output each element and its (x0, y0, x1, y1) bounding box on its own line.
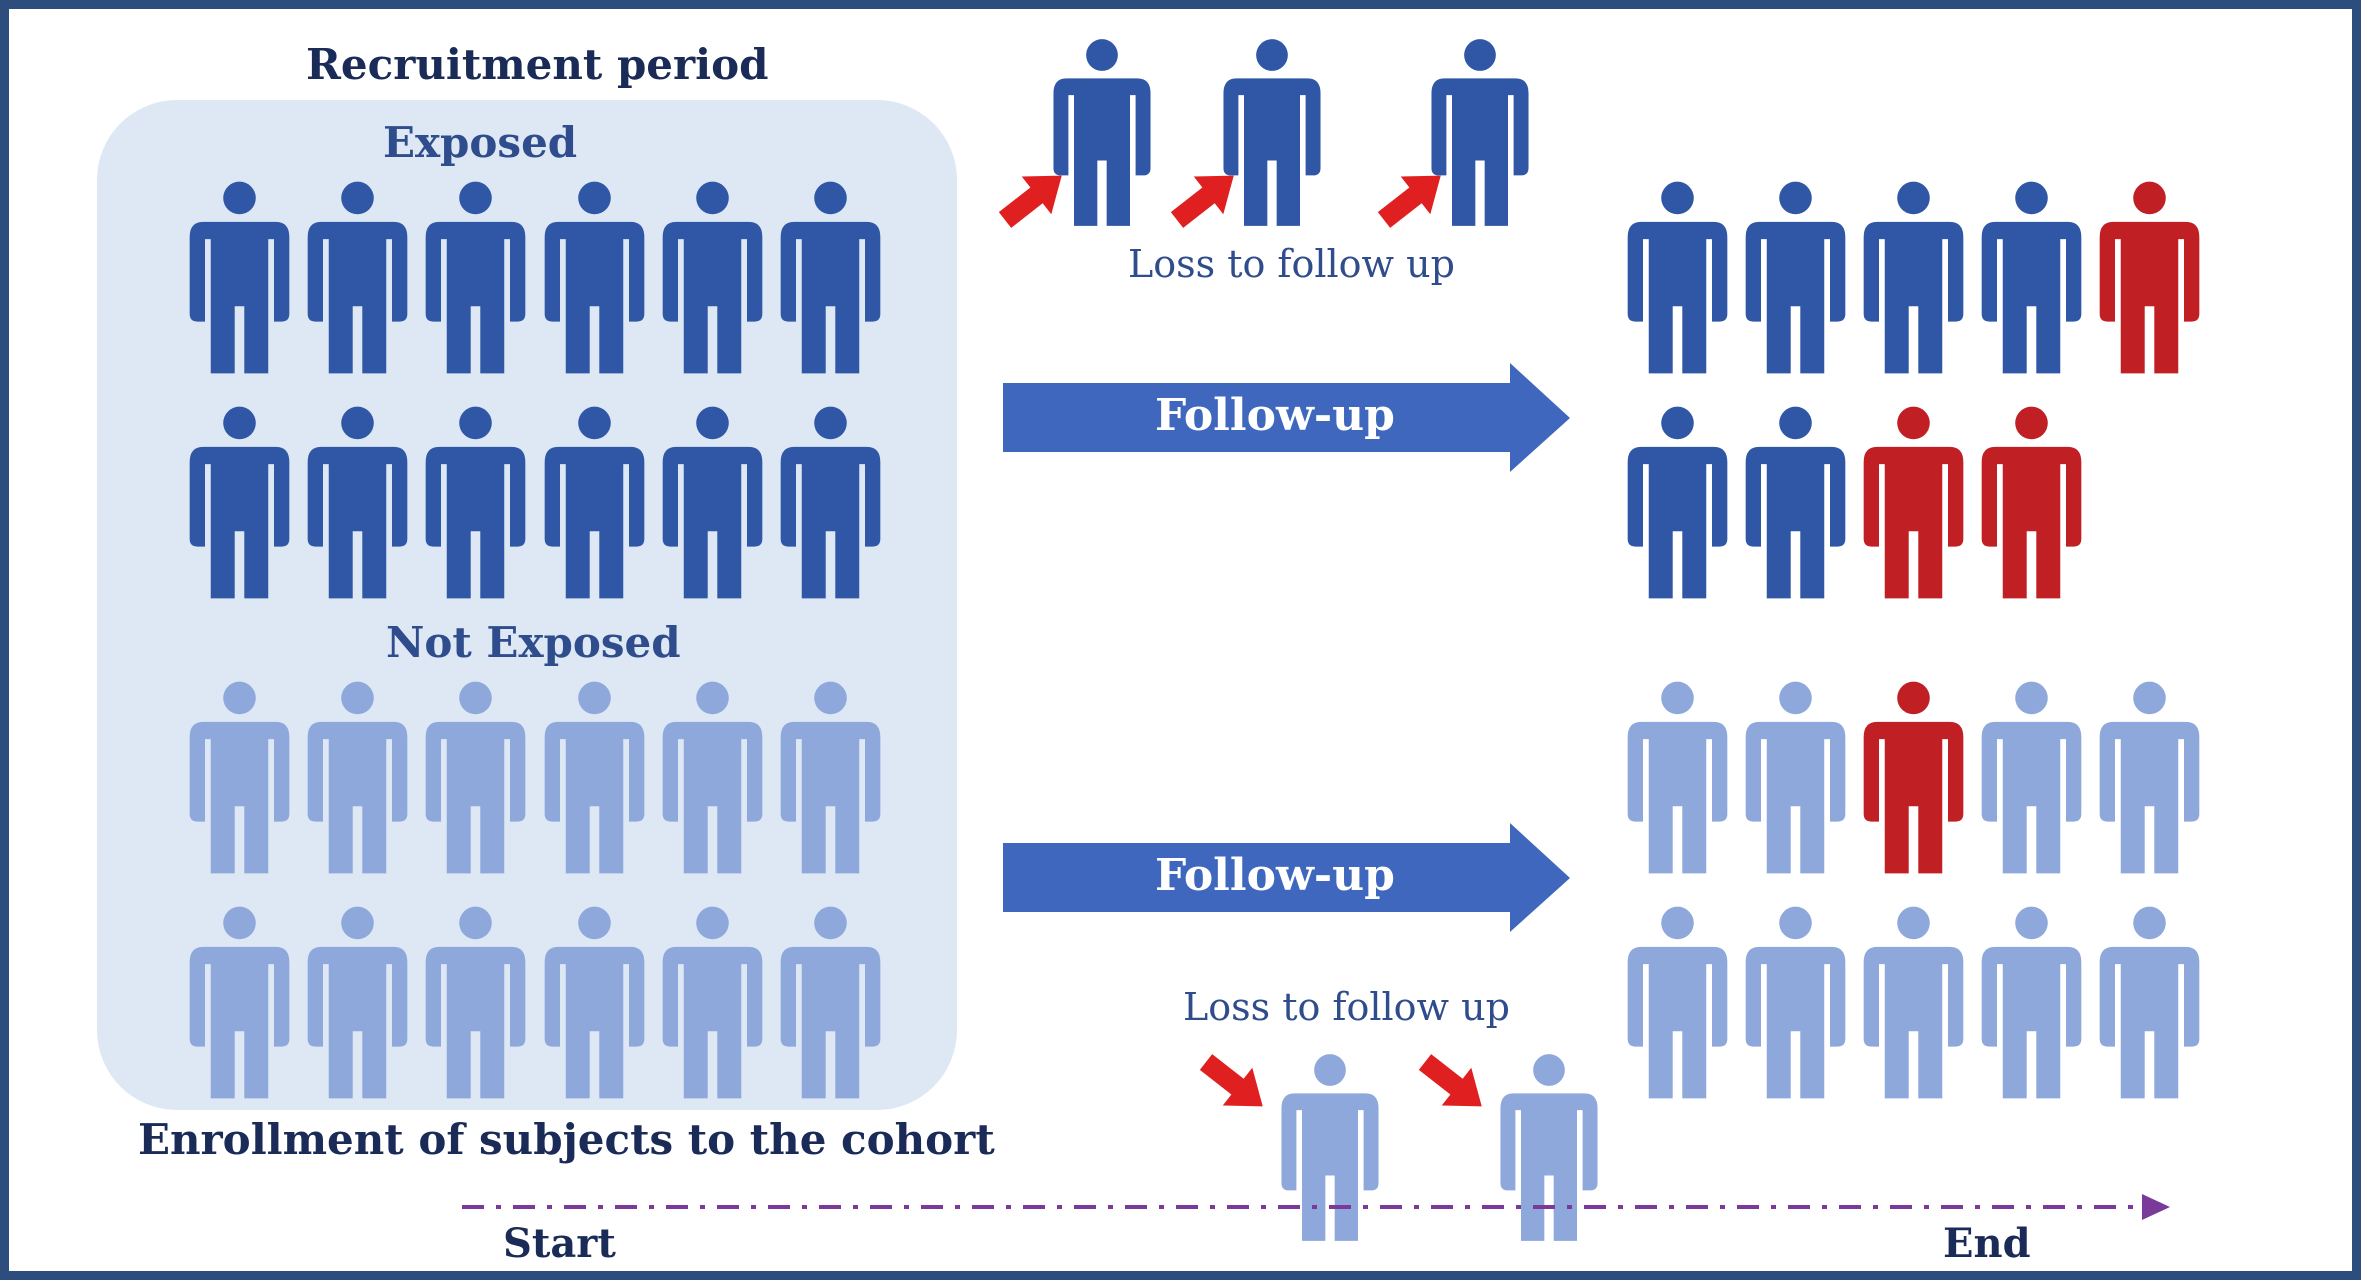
loss-to-follow-up-top-label: Loss to follow up (1128, 242, 1455, 286)
timeline-start-label: Start (503, 1220, 616, 1267)
follow-up-top-label: Follow-up (1155, 390, 1395, 441)
not-exposed-person-icon (1745, 906, 1846, 1099)
exposed-person-icon (189, 181, 290, 374)
exposed-person-icon (1627, 406, 1728, 599)
not-exposed-person-icon (1627, 906, 1728, 1099)
not-exposed-person-icon (425, 681, 526, 874)
outcome-person-icon (1863, 681, 1964, 874)
lost-not-exposed-person-icon (1281, 1054, 1379, 1241)
loss-arrow-icon (1170, 175, 1234, 228)
loss-arrow-icon (1199, 1054, 1263, 1107)
exposed-person-icon (662, 181, 763, 374)
not-exposed-person-icon (425, 906, 526, 1099)
not-exposed-person-icon (662, 681, 763, 874)
not-exposed-person-icon (1863, 906, 1964, 1099)
outcome-person-icon (1981, 406, 2082, 599)
not-exposed-person-icon (780, 906, 881, 1099)
not-exposed-label: Not Exposed (386, 618, 681, 667)
enrollment-caption: Enrollment of subjects to the cohort (138, 1115, 995, 1164)
not-exposed-person-icon (307, 906, 408, 1099)
exposed-person-icon (1863, 181, 1964, 374)
exposed-person-icon (780, 181, 881, 374)
not-exposed-person-icon (544, 681, 645, 874)
exposed-person-icon (1745, 406, 1846, 599)
exposed-person-icon (780, 406, 881, 599)
exposed-person-icon (1745, 181, 1846, 374)
exposed-person-icon (425, 406, 526, 599)
exposed-person-icon (425, 181, 526, 374)
lost-not-exposed-person-icon (1500, 1054, 1598, 1241)
not-exposed-person-icon (1745, 681, 1846, 874)
lost-exposed-person-icon (1431, 39, 1529, 226)
exposed-person-icon (662, 406, 763, 599)
exposed-person-icon (1981, 181, 2082, 374)
exposed-person-icon (307, 181, 408, 374)
not-exposed-person-icon (1981, 681, 2082, 874)
exposed-label: Exposed (383, 118, 578, 167)
follow-up-top-arrow (1003, 363, 1570, 472)
outcome-person-icon (1863, 406, 1964, 599)
recruitment-period-title: Recruitment period (306, 40, 769, 89)
not-exposed-person-icon (307, 681, 408, 874)
exposed-person-icon (189, 406, 290, 599)
loss-arrow-icon (1377, 175, 1441, 228)
follow-up-bottom-arrow (1003, 823, 1570, 932)
not-exposed-person-icon (544, 906, 645, 1099)
timeline-arrowhead-icon (2142, 1194, 2170, 1220)
outcome-person-icon (2099, 181, 2200, 374)
not-exposed-person-icon (2099, 906, 2200, 1099)
not-exposed-person-icon (1627, 681, 1728, 874)
not-exposed-person-icon (189, 681, 290, 874)
exposed-person-icon (544, 406, 645, 599)
exposed-person-icon (1627, 181, 1728, 374)
not-exposed-person-icon (189, 906, 290, 1099)
exposed-person-icon (307, 406, 408, 599)
loss-arrow-icon (1418, 1054, 1482, 1107)
not-exposed-person-icon (780, 681, 881, 874)
not-exposed-person-icon (662, 906, 763, 1099)
lost-exposed-person-icon (1053, 39, 1151, 226)
exposed-person-icon (544, 181, 645, 374)
not-exposed-person-icon (1981, 906, 2082, 1099)
follow-up-bottom-label: Follow-up (1155, 850, 1395, 901)
not-exposed-person-icon (2099, 681, 2200, 874)
timeline-end-label: End (1943, 1220, 2031, 1267)
loss-to-follow-up-bottom-label: Loss to follow up (1183, 985, 1510, 1029)
loss-arrow-icon (998, 175, 1062, 228)
lost-exposed-person-icon (1223, 39, 1321, 226)
